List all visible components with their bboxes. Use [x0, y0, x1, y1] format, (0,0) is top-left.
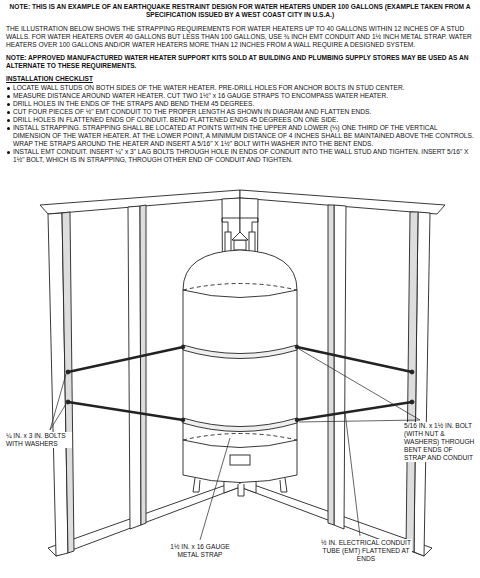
lag-bolt	[410, 370, 414, 374]
emt-conduit	[68, 347, 183, 372]
vent-cap	[232, 232, 248, 240]
callout-label: 5/16 IN. x 1½ IN. BOLT (WITH NUT & WASHE…	[404, 422, 476, 462]
tank-seam	[183, 284, 297, 291]
tank-seam	[183, 434, 297, 441]
wall-stud	[406, 212, 418, 552]
lag-bolt	[66, 400, 70, 404]
wall-stud	[334, 205, 346, 529]
bullet	[7, 151, 10, 154]
heater-tank	[183, 250, 297, 483]
water-pipes	[222, 218, 258, 232]
bullet	[7, 87, 10, 90]
lag-bolt	[410, 400, 414, 404]
bullet	[7, 111, 10, 114]
bullet	[7, 103, 10, 106]
callout-label: ½ IN. ELECTRICAL CONDUIT TUBE (EMT) FLAT…	[320, 539, 412, 563]
wall-stud	[128, 206, 141, 529]
wall-stud	[328, 205, 334, 525]
leader-line	[50, 404, 66, 430]
controls	[230, 455, 250, 465]
leader-line	[200, 438, 230, 540]
bullet	[7, 95, 10, 98]
leader-line	[299, 349, 420, 420]
lag-bolt	[66, 370, 70, 374]
heading: NOTE: THIS IS AN EXAMPLE OF AN EARTHQUAK…	[6, 3, 474, 19]
tank-seam	[183, 290, 297, 298]
callout-label: ¼ IN. x 3 IN. BOLTS WITH WASHERS	[6, 432, 72, 448]
metal-strap	[183, 418, 297, 432]
checklist-item: LOCATE WALL STUDS ON BOTH SIDES OF THE W…	[13, 84, 474, 92]
checklist-item: INSTALL STRAPPING. STRAPPING SHALL BE LO…	[13, 124, 474, 148]
note-paragraph: NOTE: APPROVED MANUFACTURED WATER HEATER…	[6, 54, 474, 70]
legs	[193, 478, 287, 496]
tank-seam	[183, 440, 297, 448]
emt-conduit	[68, 402, 183, 420]
checklist-item: MEASURE DISTANCE AROUND WATER HEATER. CU…	[13, 92, 474, 100]
checklist-heading: INSTALLATION CHECKLIST	[6, 75, 474, 83]
strap-bolt	[181, 345, 185, 349]
strap-bolt	[181, 418, 185, 422]
bullet	[7, 119, 10, 122]
strap-bolt	[295, 418, 299, 422]
pipe	[225, 232, 231, 252]
vent	[234, 240, 246, 250]
checklist-item: CUT FOUR PIECES OF ½" EMT CONDUIT TO THE…	[13, 108, 474, 116]
checklist-item: DRILL HOLES IN THE ENDS OF THE STRAPS AN…	[13, 100, 474, 108]
pipe	[249, 232, 255, 252]
checklist-item: DRILL HOLES IN FLATTENED ENDS OF CONDUIT…	[13, 116, 474, 124]
leader-line	[299, 420, 420, 422]
metal-strap	[183, 345, 297, 359]
callout-label: 1½ IN. x 16 GAUGE METAL STRAP	[160, 543, 240, 559]
bullet	[7, 127, 10, 130]
checklist-item: INSTALL EMT CONDUIT. INSERT ¼" x 3" LAG …	[13, 148, 474, 164]
emt-conduit	[297, 347, 412, 372]
strap-bolt	[295, 345, 299, 349]
leader-line	[345, 412, 360, 536]
emt-conduit	[297, 402, 412, 420]
wall-stud	[140, 205, 146, 525]
note-paragraph: THE ILLUSTRATION BELOW SHOWS THE STRAPPI…	[6, 25, 474, 49]
leader-line	[50, 374, 66, 430]
